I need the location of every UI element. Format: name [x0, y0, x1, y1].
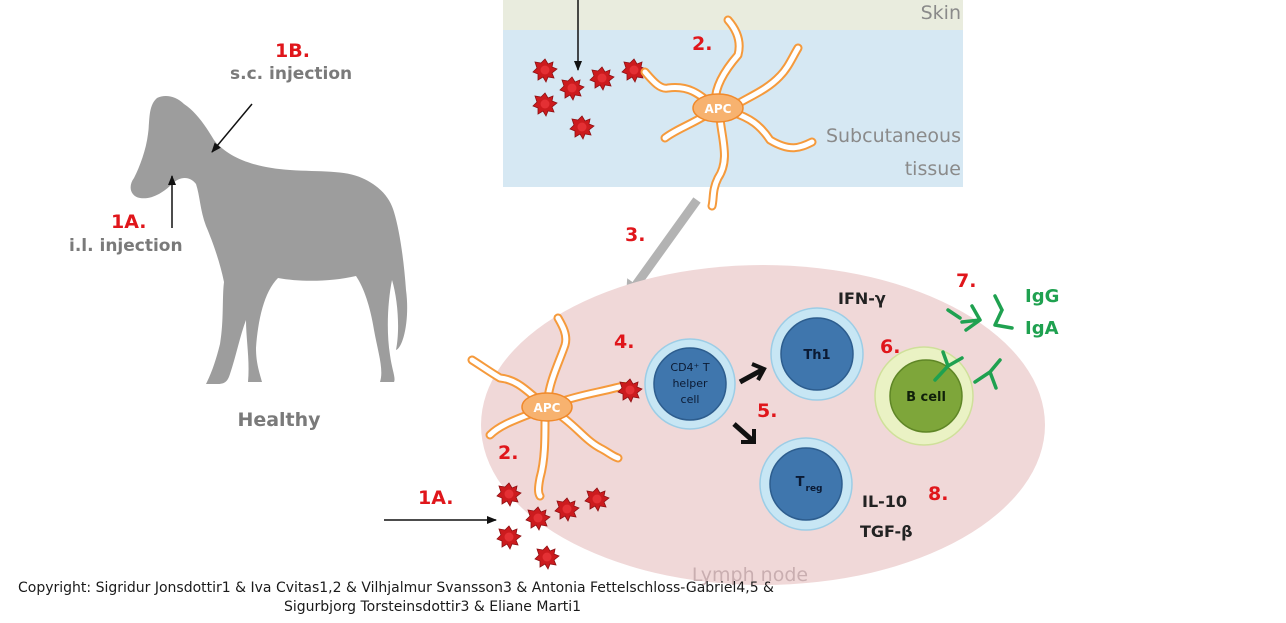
treg-subscript: reg	[806, 484, 823, 494]
antibody-icon	[933, 350, 964, 382]
copyright-notice: Copyright: Sigridur Jonsdottir1 & Iva Cv…	[18, 579, 774, 617]
tgf-beta-label: TGF-β	[860, 522, 913, 541]
subcutaneous-injection-arrow	[211, 103, 253, 153]
subcutaneous-label: Subcutaneous	[826, 125, 961, 147]
iga-label: IgA	[1025, 318, 1059, 339]
lymph-node	[481, 265, 1045, 585]
apc-lymph-node: APC	[467, 313, 637, 501]
migration-arrow	[624, 197, 701, 300]
cd4-label-line2: helper	[672, 377, 708, 390]
copyright-line-1: Copyright: Sigridur Jonsdottir1 & Iva Cv…	[18, 580, 774, 596]
horse-icon	[130, 96, 408, 384]
th1-differentiation-arrow	[738, 367, 764, 385]
cd4-label-line3: cell	[681, 393, 700, 406]
skin-label: Skin	[921, 2, 961, 24]
step-1a-node: 1A.	[418, 487, 454, 509]
th1-cell: Th1	[770, 307, 864, 401]
step-2-node: 2.	[498, 442, 518, 464]
healthy-label: Healthy	[237, 409, 321, 431]
apc-skin: APC	[640, 15, 817, 211]
copyright-line-2: Sigurbjorg Torsteinsdottir3 & Eliane Mar…	[284, 599, 582, 615]
allergen-icon	[534, 545, 560, 570]
step-3: 3.	[625, 224, 645, 246]
step-1b: 1B.	[275, 40, 310, 62]
antibody-icon	[960, 304, 982, 332]
apc-body	[692, 93, 744, 123]
tissue-label: tissue	[905, 158, 961, 180]
antibody-icon	[973, 358, 1002, 390]
b-cell-label: B cell	[906, 390, 946, 405]
treg-differentiation-arrow	[732, 422, 754, 442]
il-injection-label: i.l. injection	[69, 236, 183, 256]
step-1a-horse: 1A.	[111, 211, 147, 233]
step-4: 4.	[614, 331, 634, 353]
cd4-t-helper-cell: CD4⁺ T helper cell	[644, 338, 736, 430]
treg-cell: T reg	[759, 437, 853, 531]
sc-injection-label: s.c. injection	[230, 64, 352, 84]
lymph-node-label: Lymph node	[692, 564, 808, 586]
step-8: 8.	[928, 483, 948, 505]
antibody-icon	[946, 308, 962, 320]
treg-label: T	[796, 475, 805, 490]
igg-label: IgG	[1025, 286, 1059, 307]
apc-label: APC	[705, 102, 732, 116]
step-7: 7.	[956, 270, 976, 292]
antibodies	[933, 294, 1014, 390]
il10-label: IL-10	[862, 492, 907, 511]
allergen-icon	[496, 525, 522, 550]
cd4-label-line1: CD4⁺ T	[670, 361, 709, 374]
step-6: 6.	[880, 336, 900, 358]
th1-label: Th1	[803, 348, 830, 363]
apc-label: APC	[534, 401, 561, 415]
apc-body	[521, 392, 573, 422]
ifn-gamma-label: IFN-γ	[838, 289, 886, 308]
antibody-icon	[993, 294, 1014, 330]
b-cell: B cell	[874, 346, 974, 446]
step-5: 5.	[757, 400, 777, 422]
step-2-skin: 2.	[692, 33, 712, 55]
